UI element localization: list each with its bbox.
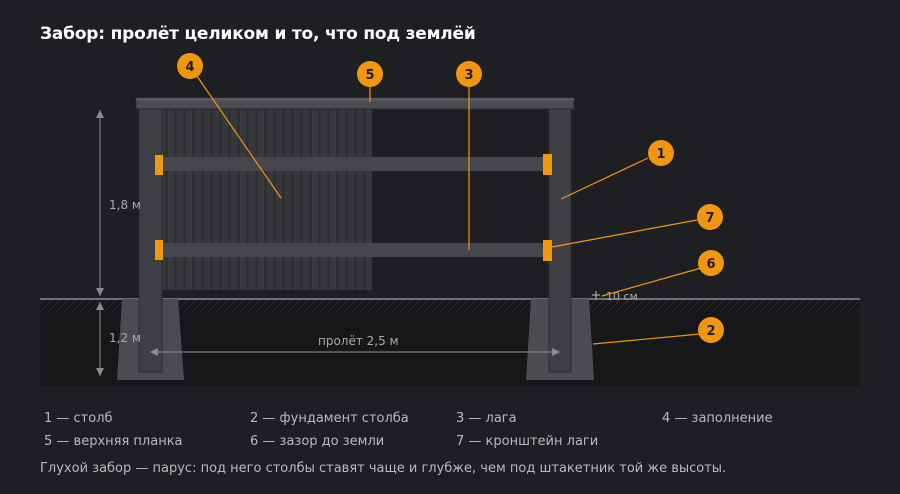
callout-2: 2 [698,317,724,343]
callout-5: 5 [357,61,383,87]
callout-7: 7 [697,204,723,230]
callout-6: 6 [698,250,724,276]
legend-item: 2 — фундамент столба [250,411,409,426]
callout-3: 3 [456,61,482,87]
legend-item: 1 — столб [44,411,113,426]
height-label: 1,8 м [109,198,141,212]
svg-text:2: 2 [706,324,715,339]
bracket-right-lower [543,240,552,261]
depth-label: 1,2 м [109,331,141,345]
rail-lower [162,243,550,257]
callout-1: 1 [648,140,674,166]
svg-text:5: 5 [365,68,374,83]
legend-item: 3 — лага [456,411,517,426]
bracket-left-lower [155,240,163,260]
dimension-height [96,110,104,376]
gap-marker [592,291,600,299]
dimension-span [150,348,560,356]
svg-text:3: 3 [464,68,473,83]
bracket-left-upper [155,155,163,175]
legend-item: 4 — заполнение [662,411,773,426]
page-title: Забор: пролёт целиком и то, что под земл… [40,24,476,44]
bracket-right-upper [543,154,552,175]
svg-text:1: 1 [656,147,665,162]
svg-text:4: 4 [185,60,194,75]
top-plank-cap [136,98,574,101]
legend: 1 — столб 2 — фундамент столба 3 — лага … [44,411,868,449]
span-label: пролёт 2,5 м [318,334,399,348]
svg-text:7: 7 [705,211,714,226]
legend-item: 6 — зазор до земли [250,434,385,449]
rail-upper [162,157,550,171]
gap-label: 10 см [606,290,638,303]
ground-hatch [40,299,860,311]
post-right [548,107,572,373]
callout-4: 4 [177,53,203,79]
footnote: Глухой забор — парус: под него столбы ст… [40,461,727,476]
legend-item: 7 — кронштейн лаги [456,434,599,449]
svg-text:6: 6 [706,257,715,272]
legend-item: 5 — верхняя планка [44,434,183,449]
infill-panel [162,108,372,290]
leader-lines [189,65,702,345]
